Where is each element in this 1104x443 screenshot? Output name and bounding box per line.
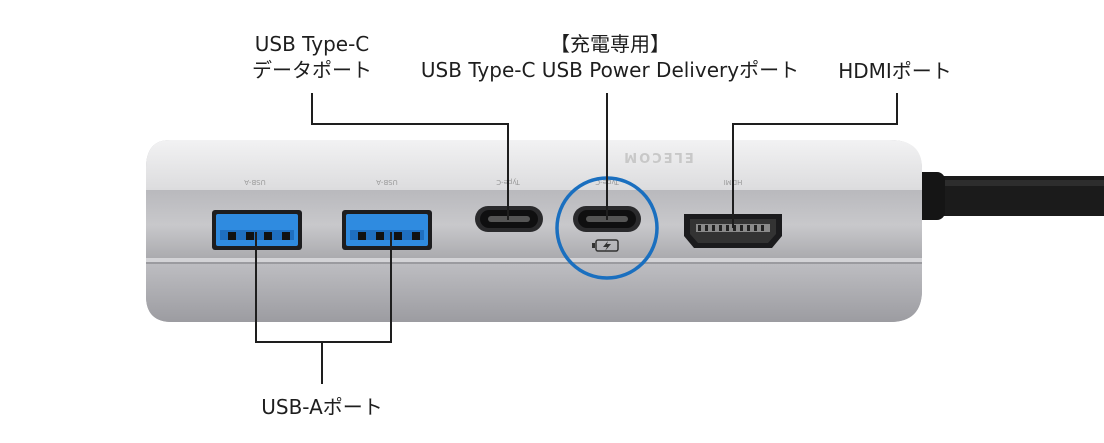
usb-a-port-2 — [342, 210, 432, 250]
port-caption-usba-2: USB-A — [376, 178, 398, 186]
callout-label-usba: USB-Aポート — [261, 395, 383, 419]
callout-label-typec-data: USB Type-C データポート — [232, 31, 392, 83]
callout-line-hdmi — [732, 93, 898, 228]
callout-label-pd: 【充電専用】 USB Type-C USB Power Deliveryポート — [405, 31, 815, 83]
callout-line-usba — [255, 232, 392, 343]
callout-pd-line2: USB Type-C USB Power Deliveryポート — [420, 58, 800, 82]
cable — [905, 172, 1104, 220]
callout-line-typec-data — [311, 93, 509, 220]
hdmi-port — [684, 214, 782, 248]
callout-typec-data-line2: データポート — [252, 58, 372, 82]
callout-typec-data-line1: USB Type-C — [254, 32, 370, 56]
port-caption-usba-1: USB-A — [244, 178, 266, 186]
brand-logo: ELECOM — [622, 149, 694, 164]
callout-pd-line1: 【充電専用】 — [550, 32, 670, 56]
callout-label-hdmi: HDMIポート — [838, 59, 952, 83]
battery-charge-icon — [592, 239, 619, 252]
callout-lines — [255, 93, 898, 384]
